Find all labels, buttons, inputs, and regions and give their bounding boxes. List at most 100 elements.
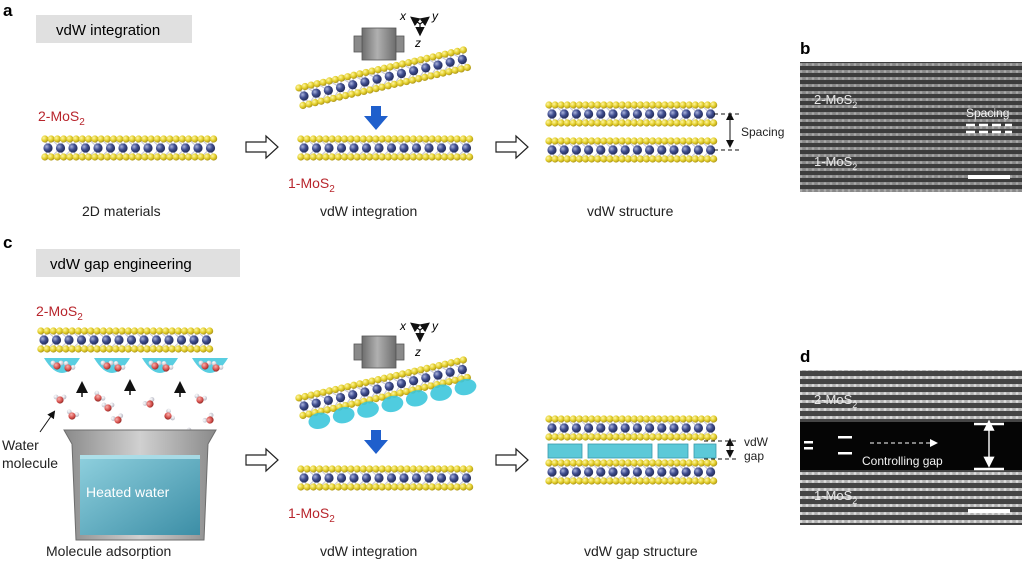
sulfur-atom bbox=[569, 477, 577, 485]
sulfur-atom bbox=[72, 153, 80, 161]
sulfur-atom bbox=[673, 459, 681, 467]
sulfur-atom bbox=[56, 345, 64, 353]
sulfur-atom bbox=[691, 101, 699, 109]
molybdenum-atom bbox=[51, 335, 62, 345]
sulfur-atom bbox=[156, 345, 164, 353]
d-label-2mos2: 2-MoS2 bbox=[814, 392, 857, 410]
sulfur-atom bbox=[131, 327, 139, 335]
sulfur-atom bbox=[600, 477, 608, 485]
molybdenum-atom bbox=[547, 109, 557, 119]
sulfur-atom bbox=[353, 153, 361, 161]
d-gap-marks-left bbox=[804, 436, 852, 455]
sulfur-atom bbox=[37, 327, 45, 335]
sulfur-atom bbox=[703, 433, 712, 441]
sulfur-atom bbox=[421, 73, 429, 81]
sulfur-atom bbox=[168, 327, 176, 335]
water-cap bbox=[308, 412, 331, 430]
axis-x-label-c: x bbox=[399, 319, 407, 333]
molybdenum-atom bbox=[433, 60, 443, 70]
sulfur-atom bbox=[403, 483, 411, 491]
sulfur-atom bbox=[341, 483, 349, 491]
sulfur-atom bbox=[447, 483, 455, 491]
sulfur-atom bbox=[301, 392, 309, 401]
gap-label-line2: gap bbox=[744, 449, 764, 463]
sulfur-atom bbox=[691, 459, 699, 467]
sulfur-atom bbox=[569, 415, 577, 423]
water-cap bbox=[430, 384, 452, 401]
molybdenum-atom bbox=[706, 109, 716, 119]
sulfur-atom bbox=[588, 459, 596, 467]
molybdenum-atom bbox=[571, 145, 582, 155]
sulfur-atom bbox=[384, 483, 392, 491]
sulfur-atom bbox=[313, 390, 321, 398]
sulfur-atom bbox=[334, 135, 342, 143]
sulfur-atom bbox=[642, 459, 651, 467]
sulfur-atom bbox=[594, 477, 602, 485]
axis-y-label-a: y bbox=[431, 9, 439, 23]
sulfur-atom bbox=[81, 327, 89, 335]
sulfur-atom bbox=[600, 433, 608, 441]
sulfur-atom bbox=[636, 155, 645, 163]
sulfur-atom bbox=[453, 153, 461, 161]
molybdenum-atom bbox=[105, 143, 116, 153]
molybdenum-atom bbox=[349, 143, 359, 153]
sulfur-atom bbox=[122, 135, 130, 143]
sulfur-atom bbox=[445, 378, 453, 386]
molybdenum-atom bbox=[461, 143, 472, 153]
sulfur-atom bbox=[153, 135, 161, 143]
molybdenum-atom bbox=[584, 423, 594, 433]
water-molecule bbox=[63, 361, 76, 372]
sulfur-atom bbox=[128, 135, 136, 143]
sulfur-atom bbox=[581, 101, 590, 109]
mos2-gap-structure bbox=[545, 415, 718, 485]
sulfur-atom bbox=[612, 155, 620, 163]
sulfur-atom bbox=[563, 137, 571, 145]
molybdenum-atom bbox=[693, 423, 704, 433]
molybdenum-atom bbox=[349, 473, 359, 483]
axis-z-label-a: z bbox=[414, 36, 421, 50]
molybdenum-atom bbox=[93, 143, 103, 153]
water-caps-tilted bbox=[308, 378, 477, 430]
sulfur-atom bbox=[667, 137, 675, 145]
sulfur-atom bbox=[588, 415, 596, 423]
sulfur-atom bbox=[372, 85, 380, 93]
sulfur-atom bbox=[348, 90, 356, 98]
sulfur-atom bbox=[459, 465, 467, 473]
sulfur-atom bbox=[143, 345, 151, 353]
panel-letter-c: c bbox=[3, 233, 12, 252]
sulfur-atom bbox=[600, 137, 608, 145]
molybdenum-atom bbox=[421, 373, 431, 383]
sulfur-atom bbox=[97, 153, 105, 161]
sulfur-atom bbox=[185, 153, 193, 161]
sulfur-atom bbox=[581, 477, 590, 485]
sulfur-atom bbox=[72, 135, 80, 143]
sulfur-atom bbox=[594, 415, 602, 423]
molybdenum-atom bbox=[360, 387, 370, 397]
sulfur-atom bbox=[305, 100, 313, 108]
sulfur-atom bbox=[429, 53, 437, 61]
sulfur-atom bbox=[642, 137, 651, 145]
sulfur-atom bbox=[551, 477, 559, 485]
sulfur-atom bbox=[642, 415, 651, 423]
sulfur-atom bbox=[390, 80, 398, 88]
sulfur-atom bbox=[162, 327, 170, 335]
sulfur-atom bbox=[466, 135, 474, 143]
sulfur-atom bbox=[636, 101, 645, 109]
sulfur-atom bbox=[416, 465, 424, 473]
sulfur-atom bbox=[416, 135, 424, 143]
sulfur-atom bbox=[366, 465, 374, 473]
sulfur-atom bbox=[203, 135, 211, 143]
molybdenum-atom bbox=[336, 143, 347, 153]
water-molecule bbox=[161, 361, 174, 372]
sulfur-atom bbox=[53, 135, 61, 143]
sulfur-atom bbox=[569, 155, 577, 163]
sulfur-atom bbox=[311, 99, 319, 107]
sulfur-atom bbox=[685, 477, 693, 485]
water-cap bbox=[357, 401, 379, 418]
sulfur-atom bbox=[398, 60, 407, 68]
sulfur-atom bbox=[557, 459, 565, 467]
sulfur-atom bbox=[441, 50, 449, 58]
sulfur-atom bbox=[594, 119, 602, 127]
sulfur-atom bbox=[466, 465, 474, 473]
sulfur-atom bbox=[545, 101, 553, 109]
